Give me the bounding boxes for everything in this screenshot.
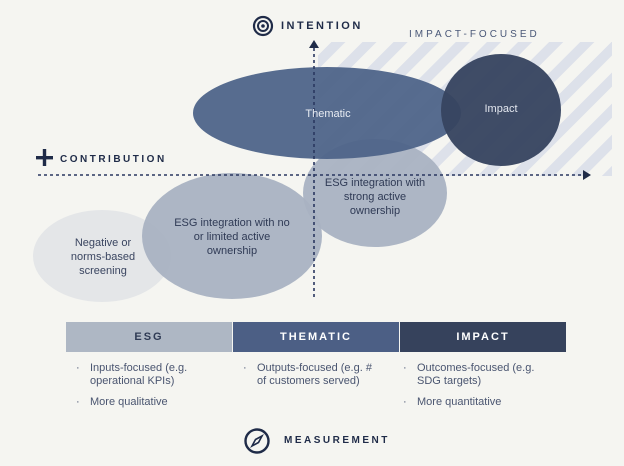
ellipse-impact (441, 54, 561, 166)
ellipse-esg-strong (303, 139, 447, 247)
bullet-item: Inputs-focused (e.g. operational KPIs) (74, 362, 224, 388)
thematic-bullets: Outputs-focused (e.g. # of customers ser… (241, 362, 381, 396)
impact-focused-label: IMPACT-FOCUSED (409, 29, 540, 40)
plus-icon (36, 149, 53, 166)
intention-label: INTENTION (281, 20, 363, 32)
bullet-item: Outputs-focused (e.g. # of customers ser… (241, 362, 381, 388)
ellipse-label-thematic: Thematic (305, 108, 351, 120)
bullet-item: Outcomes-focused (e.g. SDG targets) (401, 362, 551, 388)
column-header-esg: ESG (66, 322, 232, 352)
diagram-canvas (33, 15, 612, 302)
measurement-label: MEASUREMENT (284, 435, 390, 446)
bullet-item: More qualitative (74, 396, 224, 409)
y-axis-arrow (309, 40, 319, 48)
ellipse-label-esg-limited: ESG integration with no or limited activ… (174, 217, 290, 257)
target-icon (252, 15, 274, 37)
ellipse-label-esg-strong: ESG integration with strong active owner… (324, 177, 426, 217)
ellipse-esg-limited (142, 173, 322, 299)
ellipse-label-screening: Negative or norms-based screening (70, 237, 136, 277)
ellipse-thematic (193, 67, 461, 159)
impact-bullets: Outcomes-focused (e.g. SDG targets) More… (401, 362, 551, 417)
ellipse-screening (33, 210, 171, 302)
compass-icon (244, 428, 270, 454)
column-header-thematic: THEMATIC (233, 322, 399, 352)
ellipse-label-impact: Impact (484, 103, 518, 115)
esg-bullets: Inputs-focused (e.g. operational KPIs) M… (74, 362, 224, 417)
contribution-label: CONTRIBUTION (60, 154, 167, 165)
bullet-item: More quantitative (401, 396, 551, 409)
x-axis-arrow (583, 170, 591, 180)
column-header-impact: IMPACT (400, 322, 566, 352)
